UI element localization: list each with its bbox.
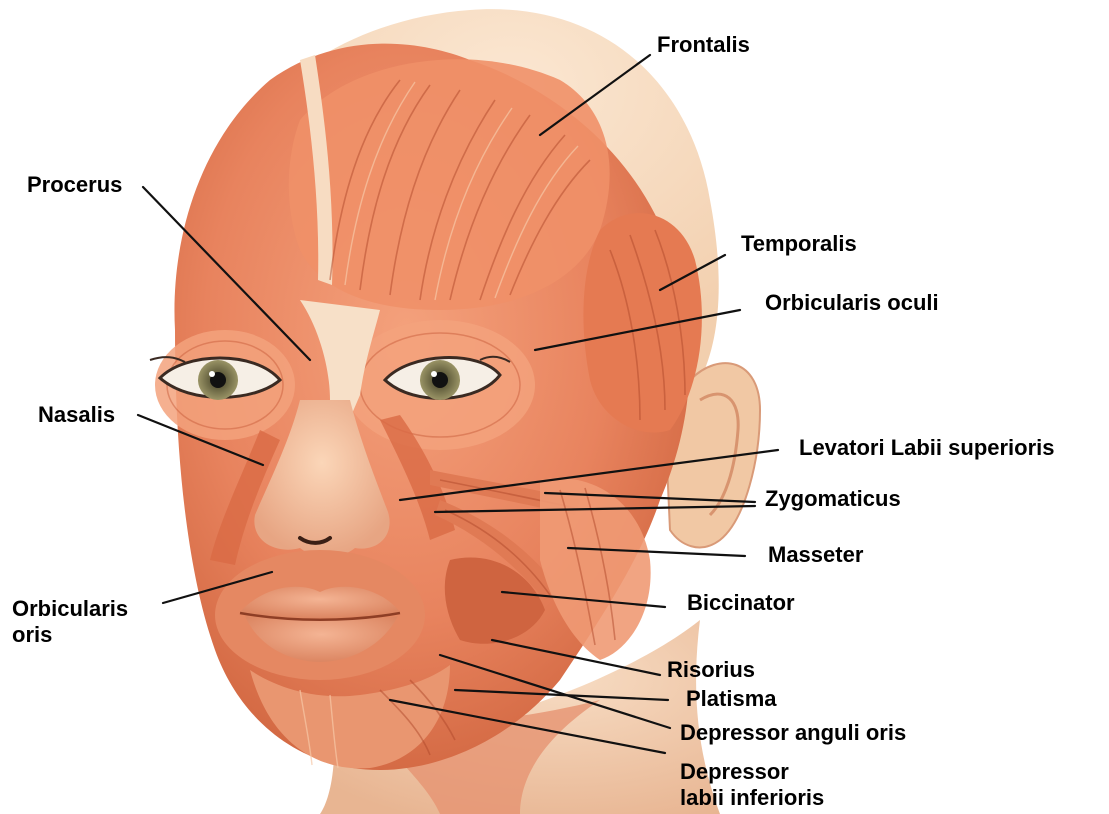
label-masseter: Masseter	[768, 542, 864, 567]
label-depressor-labii-line1: Depressor	[680, 759, 789, 784]
label-platisma: Platisma	[686, 686, 777, 711]
label-orbicularis-oris-line2: oris	[12, 622, 52, 647]
label-depressor-labii-line2: labii inferioris	[680, 785, 824, 810]
label-zygomaticus: Zygomaticus	[765, 486, 901, 511]
label-depressor-anguli-oris: Depressor anguli oris	[680, 720, 906, 745]
frontalis-muscle	[289, 59, 610, 310]
label-risorius: Risorius	[667, 657, 755, 682]
label-nasalis: Nasalis	[38, 402, 115, 427]
label-orbicularis-oris-line1: Orbicularis	[12, 596, 128, 621]
temporalis-muscle	[583, 213, 701, 432]
label-frontalis: Frontalis	[657, 32, 750, 57]
label-orbicularis-oculi: Orbicularis oculi	[765, 290, 939, 315]
label-temporalis: Temporalis	[741, 231, 857, 256]
label-procerus: Procerus	[27, 172, 122, 197]
label-biccinator: Biccinator	[687, 590, 795, 615]
head-illustration	[150, 9, 760, 814]
label-levatori: Levatori Labii superioris	[799, 435, 1055, 460]
